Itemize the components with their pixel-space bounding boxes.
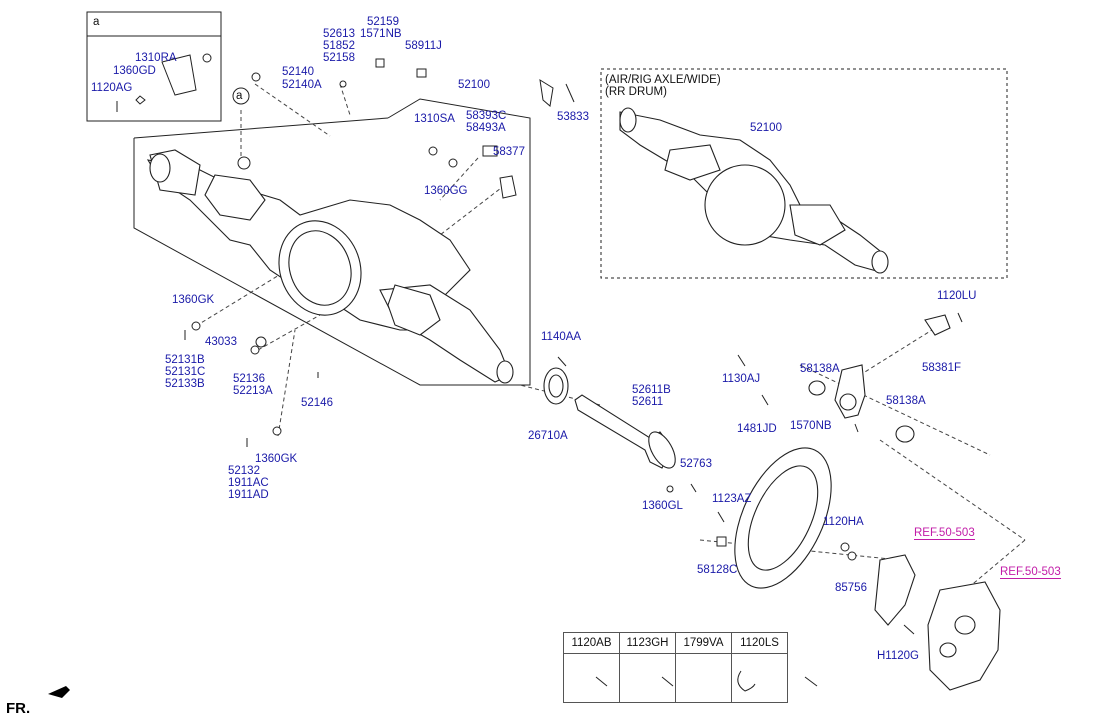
- small-hardware: [116, 53, 963, 635]
- callout-1570nb: 1570NB: [790, 420, 832, 432]
- callout-1571nb: 1571NB: [360, 28, 402, 40]
- ref-link-2[interactable]: REF.50-503: [1000, 566, 1061, 579]
- callout-52611: 52611: [632, 396, 664, 408]
- callout-1911ac: 1911AC: [228, 477, 269, 489]
- callout-52133b: 52133B: [165, 378, 205, 390]
- variant-title-line-2: (RR DRUM): [605, 86, 667, 98]
- axle-housing-variant: [619, 107, 889, 274]
- callout-53833: 53833: [557, 111, 589, 123]
- callout-1360gl: 1360GL: [642, 500, 683, 512]
- callout-43033: 43033: [205, 336, 237, 348]
- callout-52213a: 52213A: [233, 385, 273, 397]
- callout-52132-stack: 52132 1911AC 1911AD: [228, 465, 269, 501]
- callout-52140: 52140: [282, 66, 314, 78]
- callout-52136-stack: 52136 52213A: [233, 373, 273, 397]
- callout-52611b: 52611B: [632, 384, 671, 396]
- callout-52131c: 52131C: [165, 366, 206, 378]
- callout-58138a-2: 58138A: [886, 395, 926, 407]
- axle-shaft-52611: [574, 394, 676, 469]
- parts-table-header: 1120LS: [731, 632, 788, 654]
- parts-table-cell: [619, 653, 676, 703]
- callout-h1120g: H1120G: [877, 650, 919, 662]
- fr-arrow-icon: [48, 686, 70, 698]
- callout-26710a: 26710A: [528, 430, 568, 442]
- assembly-frame: [133, 98, 531, 386]
- axle-housing-52100: [146, 149, 514, 384]
- callout-1120lu: 1120LU: [937, 290, 977, 302]
- variant-title-line-1: (AIR/RIG AXLE/WIDE): [605, 74, 721, 86]
- callout-58393c: 58393C: [466, 110, 507, 122]
- ref-link-1[interactable]: REF.50-503: [914, 527, 975, 540]
- parts-table-header: 1120AB: [563, 632, 620, 654]
- variant-panel-title: (AIR/RIG AXLE/WIDE) (RR DRUM): [605, 74, 721, 98]
- variant-panel-frame: [600, 68, 1008, 279]
- callout-52136: 52136: [233, 373, 265, 385]
- callout-1120ha: 1120HA: [823, 516, 864, 528]
- backing-plate: [734, 447, 832, 589]
- variant-callout-52100: 52100: [750, 122, 782, 134]
- callout-58911j: 58911J: [405, 40, 442, 52]
- callout-52611-stack: 52611B 52611: [632, 384, 671, 408]
- callout-1310ra: 1310RA: [135, 52, 177, 64]
- parts-table-cell: [731, 653, 788, 703]
- callout-51852: 51852: [323, 40, 355, 52]
- parts-table-cell: [563, 653, 620, 703]
- front-direction-label: FR.: [6, 700, 31, 717]
- bearing-26710a: [543, 367, 569, 405]
- parts-table-header: 1799VA: [675, 632, 732, 654]
- ref-bracket-1: [874, 554, 916, 626]
- callout-1123az: 1123AZ: [712, 493, 752, 505]
- callout-52131b: 52131B: [165, 354, 205, 366]
- callout-52140a: 52140A: [282, 79, 322, 91]
- parts-table-header: 1123GH: [619, 632, 676, 654]
- callout-85756: 85756: [835, 582, 867, 594]
- variant-a-box: [86, 11, 222, 122]
- parts-table: 1120AB 1123GH 1799VA 1120LS: [563, 632, 788, 703]
- parts-table-cell: [675, 653, 732, 703]
- callout-52100: 52100: [458, 79, 490, 91]
- a-marker: a: [236, 90, 243, 102]
- callout-1481jd: 1481JD: [737, 423, 777, 435]
- callout-1140aa: 1140AA: [541, 331, 582, 343]
- callout-1360gg: 1360GG: [424, 185, 468, 197]
- callout-58377: 58377: [493, 146, 525, 158]
- variant-a-marker: a: [93, 16, 100, 28]
- callout-52158: 52158: [323, 52, 355, 64]
- callout-52613-stack: 52613 51852 52158: [323, 28, 355, 64]
- callout-58138a-1: 58138A: [800, 363, 840, 375]
- callout-52159: 52159: [367, 16, 399, 28]
- callout-1130aj: 1130AJ: [722, 373, 761, 385]
- callout-52763: 52763: [680, 458, 712, 470]
- callout-1911ad: 1911AD: [228, 489, 269, 501]
- callout-58381f: 58381F: [922, 362, 962, 374]
- callout-52613: 52613: [323, 28, 355, 40]
- callout-1360gk-2: 1360GK: [255, 453, 298, 465]
- callout-1360gk-1: 1360GK: [172, 294, 215, 306]
- callout-1360gd: 1360GD: [113, 65, 156, 77]
- callout-52131-stack: 52131B 52131C 52133B: [165, 354, 205, 390]
- callout-58493a: 58493A: [466, 122, 506, 134]
- callout-1120ag: 1120AG: [91, 82, 133, 94]
- callout-52146: 52146: [301, 397, 333, 409]
- bracket-58138a: [808, 314, 951, 443]
- callout-58128c: 58128C: [697, 564, 738, 576]
- ref-bracket-2: [927, 581, 1001, 691]
- callout-52132: 52132: [228, 465, 260, 477]
- callout-1310sa: 1310SA: [414, 113, 455, 125]
